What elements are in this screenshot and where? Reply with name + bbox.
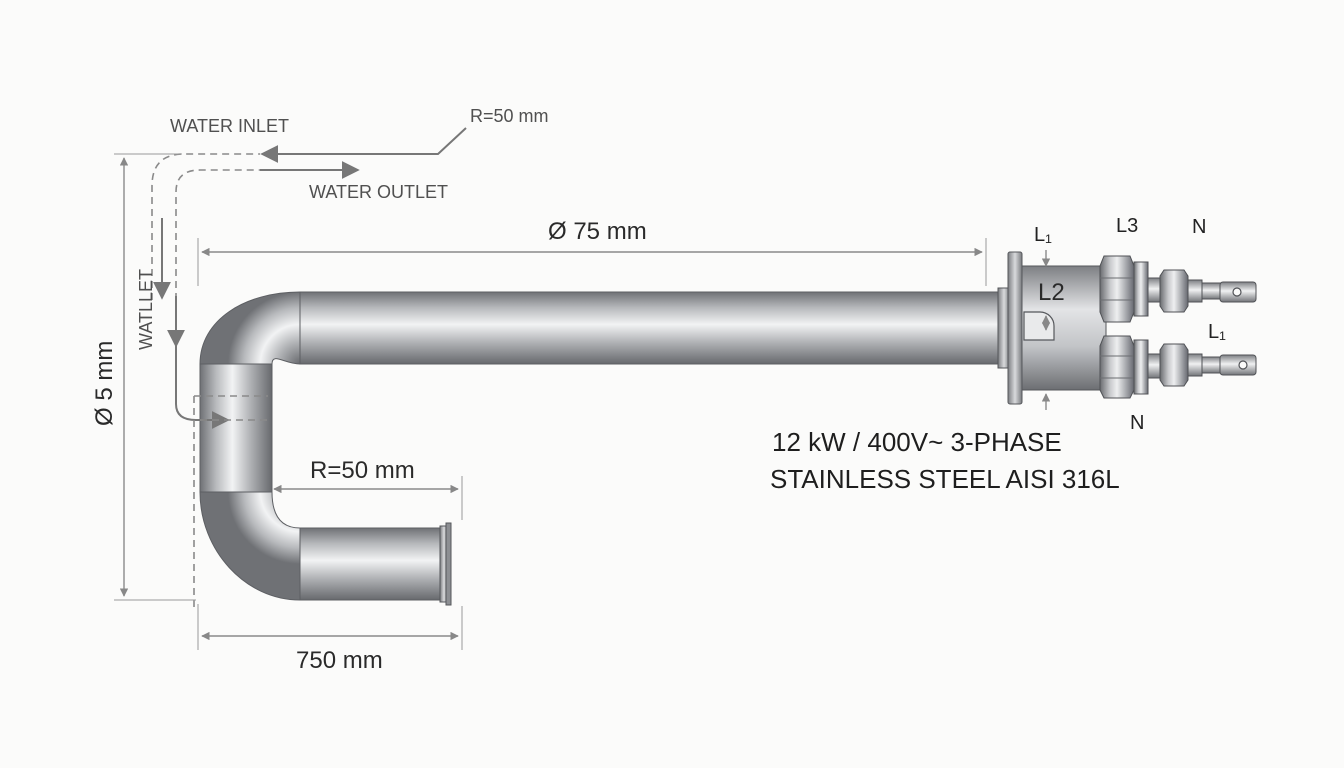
side-flow-label: WATLLET — [136, 269, 156, 350]
heating-element-tube — [199, 291, 1003, 606]
terminal-l3: L3 — [1116, 215, 1138, 237]
dimension-lines — [114, 153, 987, 650]
terminal-n-top: N — [1192, 216, 1206, 238]
water-inlet-label: WATER INLET — [170, 116, 289, 136]
spec-material: STAINLESS STEEL AISI 316L — [770, 464, 1120, 494]
terminal-l2: L2 — [1038, 279, 1065, 306]
terminal-l1-right: L₁ — [1208, 321, 1226, 343]
terminal-l1-top: L₁ — [1034, 224, 1052, 246]
water-flow-path — [151, 127, 467, 610]
radius-top-label: R=50 mm — [470, 106, 549, 126]
length-bottom-label: 750 mm — [296, 647, 383, 674]
spec-rating: 12 kW / 400V~ 3-PHASE — [772, 427, 1062, 457]
length-top-label: Ø 75 mm — [548, 218, 647, 245]
radius-bottom-label: R=50 mm — [310, 457, 415, 484]
height-dimension-label: Ø 5 mm — [91, 341, 118, 426]
terminal-n-bottom: N — [1130, 412, 1144, 434]
water-outlet-label: WATER OUTLET — [309, 182, 448, 202]
terminal-head — [997, 250, 1257, 410]
